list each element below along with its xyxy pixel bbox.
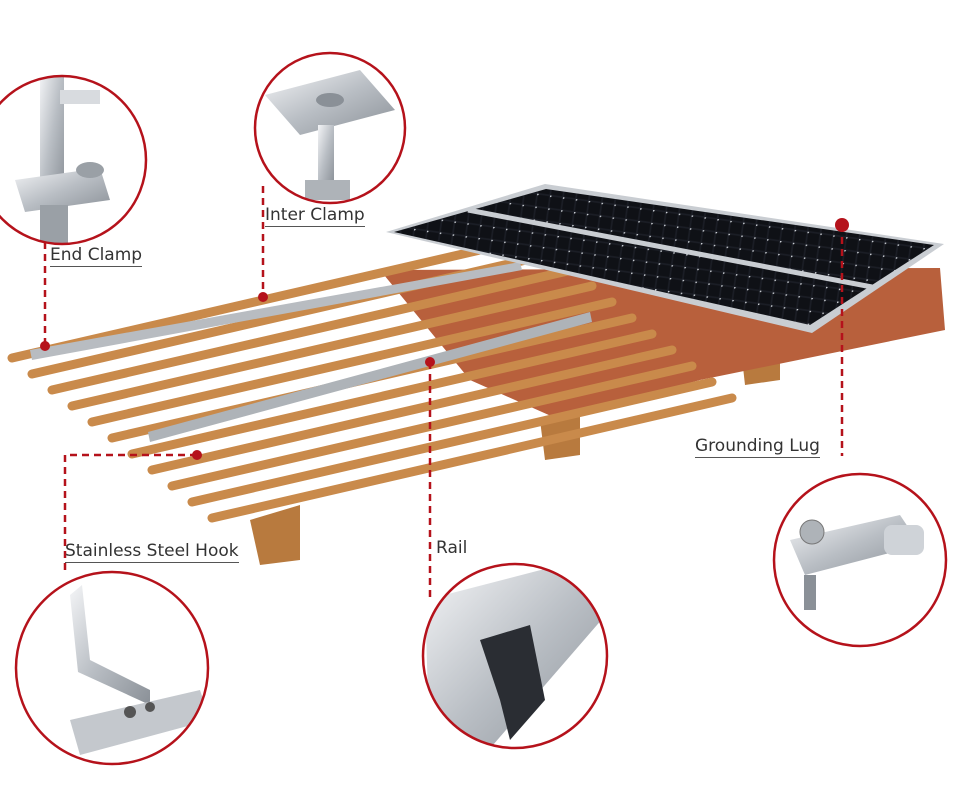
batten	[167, 361, 697, 491]
leader-lines	[43, 186, 844, 600]
batten	[207, 393, 737, 523]
batten	[87, 297, 617, 427]
roof-structure	[7, 233, 945, 565]
batten	[67, 281, 597, 411]
batten	[187, 377, 717, 507]
rail-callout	[421, 562, 609, 750]
batten	[47, 265, 577, 395]
rail-upper	[30, 262, 522, 360]
batten	[127, 329, 657, 459]
stainless-steel-hook-callout	[14, 570, 210, 766]
end-clamp-callout	[0, 74, 148, 246]
label-rail: Rail	[436, 538, 468, 558]
rafter	[250, 505, 300, 565]
solar-panels	[386, 184, 944, 333]
batten	[147, 345, 677, 475]
inter-clamp-callout	[253, 51, 407, 205]
label-grounding-lug: Grounding Lug	[695, 436, 820, 458]
rail-lower	[148, 312, 592, 442]
grounding-lug-callout	[772, 472, 948, 648]
label-stainless-steel-hook: Stainless Steel Hook	[65, 541, 239, 563]
label-end-clamp: End Clamp	[50, 245, 143, 267]
label-inter-clamp: Inter Clamp	[265, 205, 365, 227]
callout-dots	[40, 218, 849, 460]
